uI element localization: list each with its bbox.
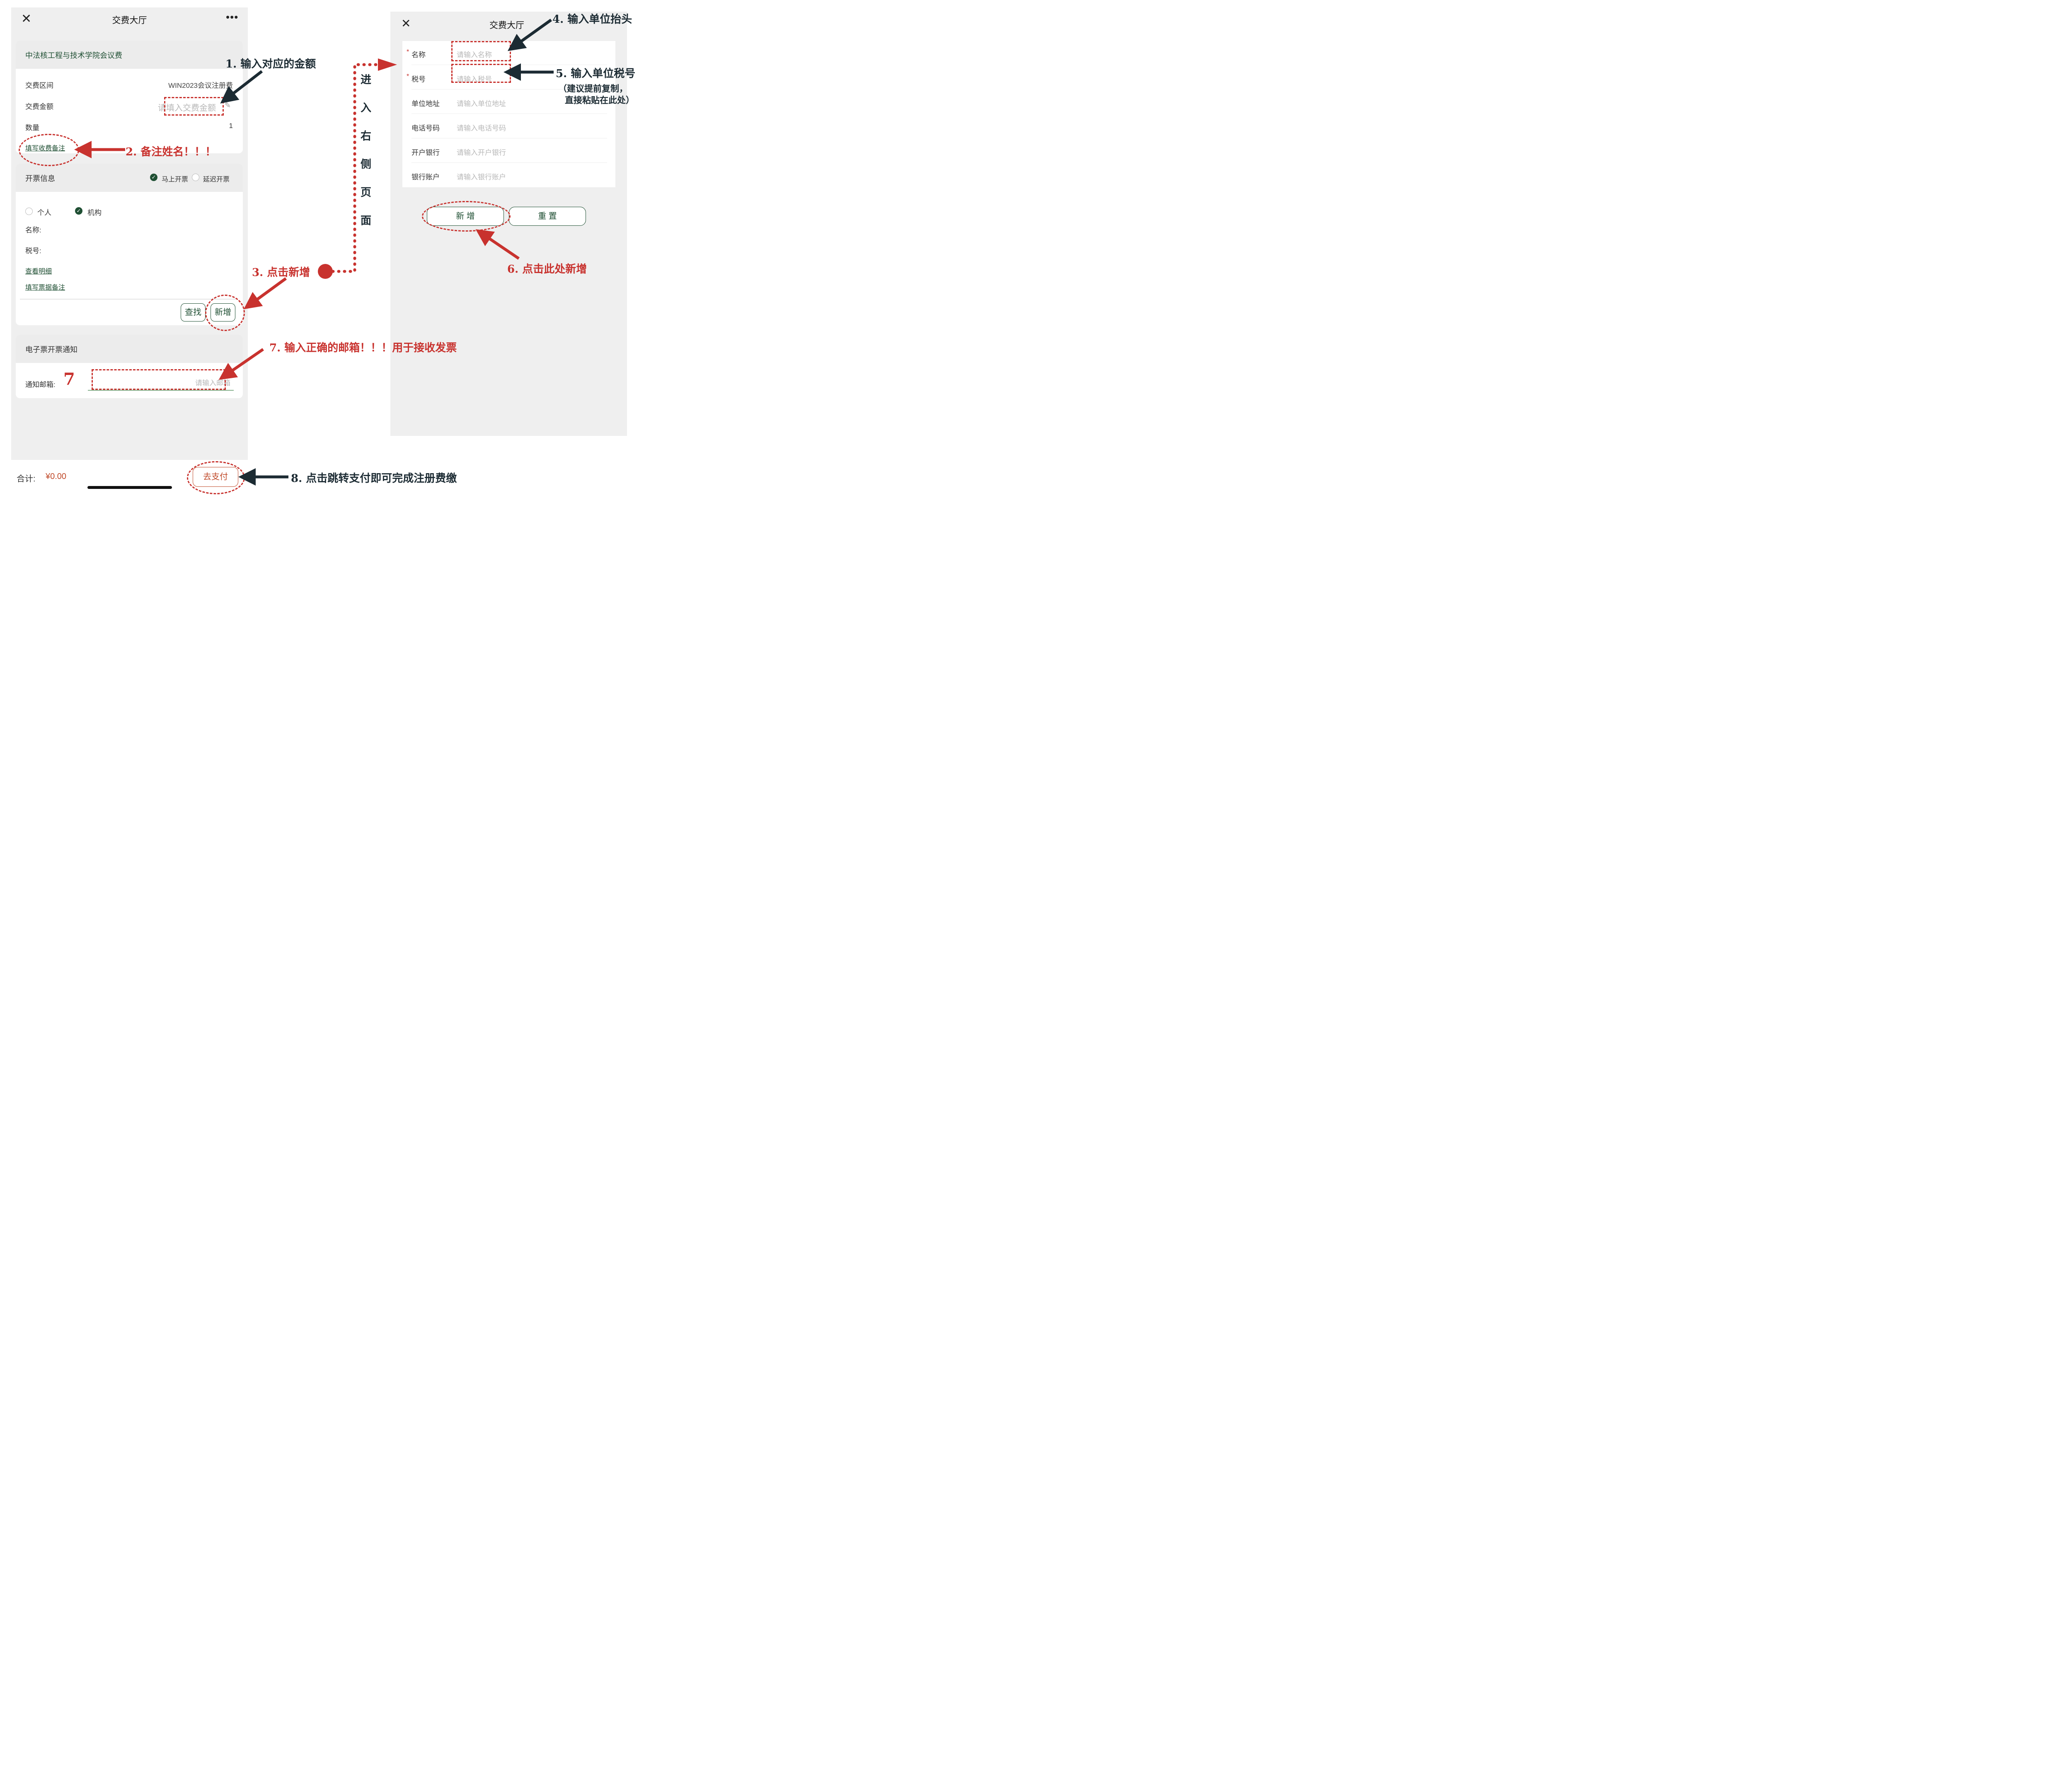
qty-label: 数量 — [25, 124, 39, 132]
close-icon[interactable]: ✕ — [21, 12, 32, 26]
page-title: 交费大厅 — [112, 16, 147, 25]
annotation-2: 2. 备注姓名！！！ — [126, 146, 216, 158]
arrow-6 — [475, 229, 520, 260]
arrow-7 — [218, 348, 264, 380]
email-label: 通知邮箱: — [25, 381, 56, 389]
left-phone-screen: ✕ 交费大厅 ••• 中法核工程与技术学院会议费 交费区间 WIN2023会议注… — [11, 7, 248, 460]
annotation-1: 1. 输入对应的金额 — [225, 58, 316, 70]
invoice-remark-link[interactable]: 填写票据备注 — [25, 284, 65, 291]
radio-empty-icon[interactable] — [192, 174, 199, 181]
check-circle-icon[interactable]: ✓ — [75, 207, 82, 215]
highlight-org-name — [451, 41, 511, 61]
divider — [411, 162, 607, 163]
arrow-1 — [220, 70, 263, 104]
field-label: 开户银行 — [411, 149, 440, 157]
highlight-amount — [164, 97, 224, 116]
email-underline — [88, 390, 234, 391]
org-name-label: 名称: — [25, 226, 41, 234]
period-value: WIN2023会议注册费 — [168, 82, 233, 89]
field-label: 名称 — [411, 51, 426, 59]
qty-value: 1 — [229, 122, 233, 130]
more-dots-icon[interactable]: ••• — [226, 11, 239, 23]
fee-title: 中法核工程与技术学院会议费 — [25, 51, 122, 60]
total-label: 合计: — [17, 474, 36, 484]
form-reset-button[interactable]: 重 置 — [509, 207, 586, 226]
annotation-5c: 直接粘贴在此处） — [565, 95, 634, 105]
amount-label: 交费金额 — [25, 103, 53, 111]
annotation-5b: （建议提前复制， — [558, 83, 628, 94]
notice-card: 电子票开票通知 通知邮箱: 请输入邮箱 — [16, 335, 243, 398]
radio-empty-icon[interactable] — [25, 208, 33, 215]
fee-card-header: 中法核工程与技术学院会议费 — [16, 41, 243, 69]
period-label: 交费区间 — [25, 82, 53, 89]
annotation-arrows — [74, 19, 554, 486]
field-label: 税号 — [411, 75, 426, 83]
vertical-char: 页 — [361, 186, 372, 199]
connector-dot — [318, 264, 333, 279]
notice-card-header: 电子票开票通知 — [16, 335, 243, 363]
dotted-connector — [331, 63, 379, 273]
org-form: * 名称 请输入名称 * 税号 请输入税号 单位地址 请输入单位地址 电话号码 … — [402, 41, 615, 187]
vertical-char: 入 — [361, 102, 372, 114]
highlight-form-add — [422, 201, 511, 232]
name-input[interactable]: 请输入名称 — [457, 51, 492, 59]
left-top-bar: ✕ 交费大厅 ••• — [11, 7, 248, 31]
annotation-3: 3. 点击新增 — [252, 266, 310, 279]
highlight-add — [205, 295, 245, 331]
required-asterisk: * — [407, 73, 409, 80]
divider — [20, 299, 235, 300]
org-tax-label: 税号: — [25, 247, 41, 255]
annotation-vertical: 进 入 右 侧 页 面 — [361, 71, 374, 240]
required-asterisk: * — [407, 48, 409, 56]
arrow-4 — [507, 19, 552, 51]
annotation-4: 4. 输入单位抬头 — [552, 13, 632, 26]
page-title: 交费大厅 — [489, 21, 524, 30]
vertical-char: 侧 — [361, 158, 372, 171]
vertical-char: 面 — [361, 215, 372, 227]
close-icon[interactable]: ✕ — [401, 17, 411, 30]
annotation-8: 8. 点击跳转支付即可完成注册费缴 — [291, 472, 457, 485]
type-org-option[interactable]: 机构 — [87, 209, 102, 217]
vertical-char: 进 — [361, 74, 372, 86]
arrow-3 — [244, 277, 287, 310]
account-input[interactable]: 请输入银行账户 — [457, 173, 506, 181]
field-label: 电话号码 — [411, 124, 440, 132]
email-input[interactable]: 请输入邮箱 — [195, 379, 230, 387]
phone-input[interactable]: 请输入电话号码 — [457, 124, 506, 132]
connector-arrowhead — [378, 58, 397, 71]
right-top-bar: ✕ 交费大厅 — [390, 12, 627, 36]
invoice-now-option[interactable]: 马上开票 — [162, 176, 189, 183]
invoice-card: 开票信息 ✓ 马上开票 延迟开票 个人 ✓ 机构 名称: 税号: 查看明细 填写… — [16, 164, 243, 325]
address-input[interactable]: 请输入单位地址 — [457, 100, 506, 108]
total-value: ¥0.00 — [46, 472, 67, 481]
invoice-card-header: 开票信息 ✓ 马上开票 延迟开票 — [16, 164, 243, 192]
type-person-option[interactable]: 个人 — [37, 209, 51, 217]
annotation-7: 7. 输入正确的邮箱！！！用于接收发票 — [269, 342, 457, 354]
amount-input[interactable]: 请填入交费金额 — [158, 104, 216, 113]
home-indicator — [87, 486, 172, 489]
vertical-char: 右 — [361, 130, 372, 143]
view-detail-link[interactable]: 查看明细 — [25, 268, 52, 275]
notice-title: 电子票开票通知 — [25, 346, 77, 354]
tax-input[interactable]: 请输入税号 — [457, 75, 492, 83]
bank-input[interactable]: 请输入开户银行 — [457, 149, 506, 157]
field-label: 单位地址 — [411, 100, 440, 108]
invoice-title: 开票信息 — [25, 174, 55, 183]
annotation-6: 6. 点击此处新增 — [507, 263, 587, 276]
field-label: 银行账户 — [411, 173, 440, 181]
invoice-later-option[interactable]: 延迟开票 — [203, 176, 230, 183]
check-circle-icon[interactable]: ✓ — [150, 174, 157, 181]
annotation-5: 5. 输入单位税号 — [556, 68, 636, 80]
annotation-7-number: 7 — [63, 370, 75, 389]
